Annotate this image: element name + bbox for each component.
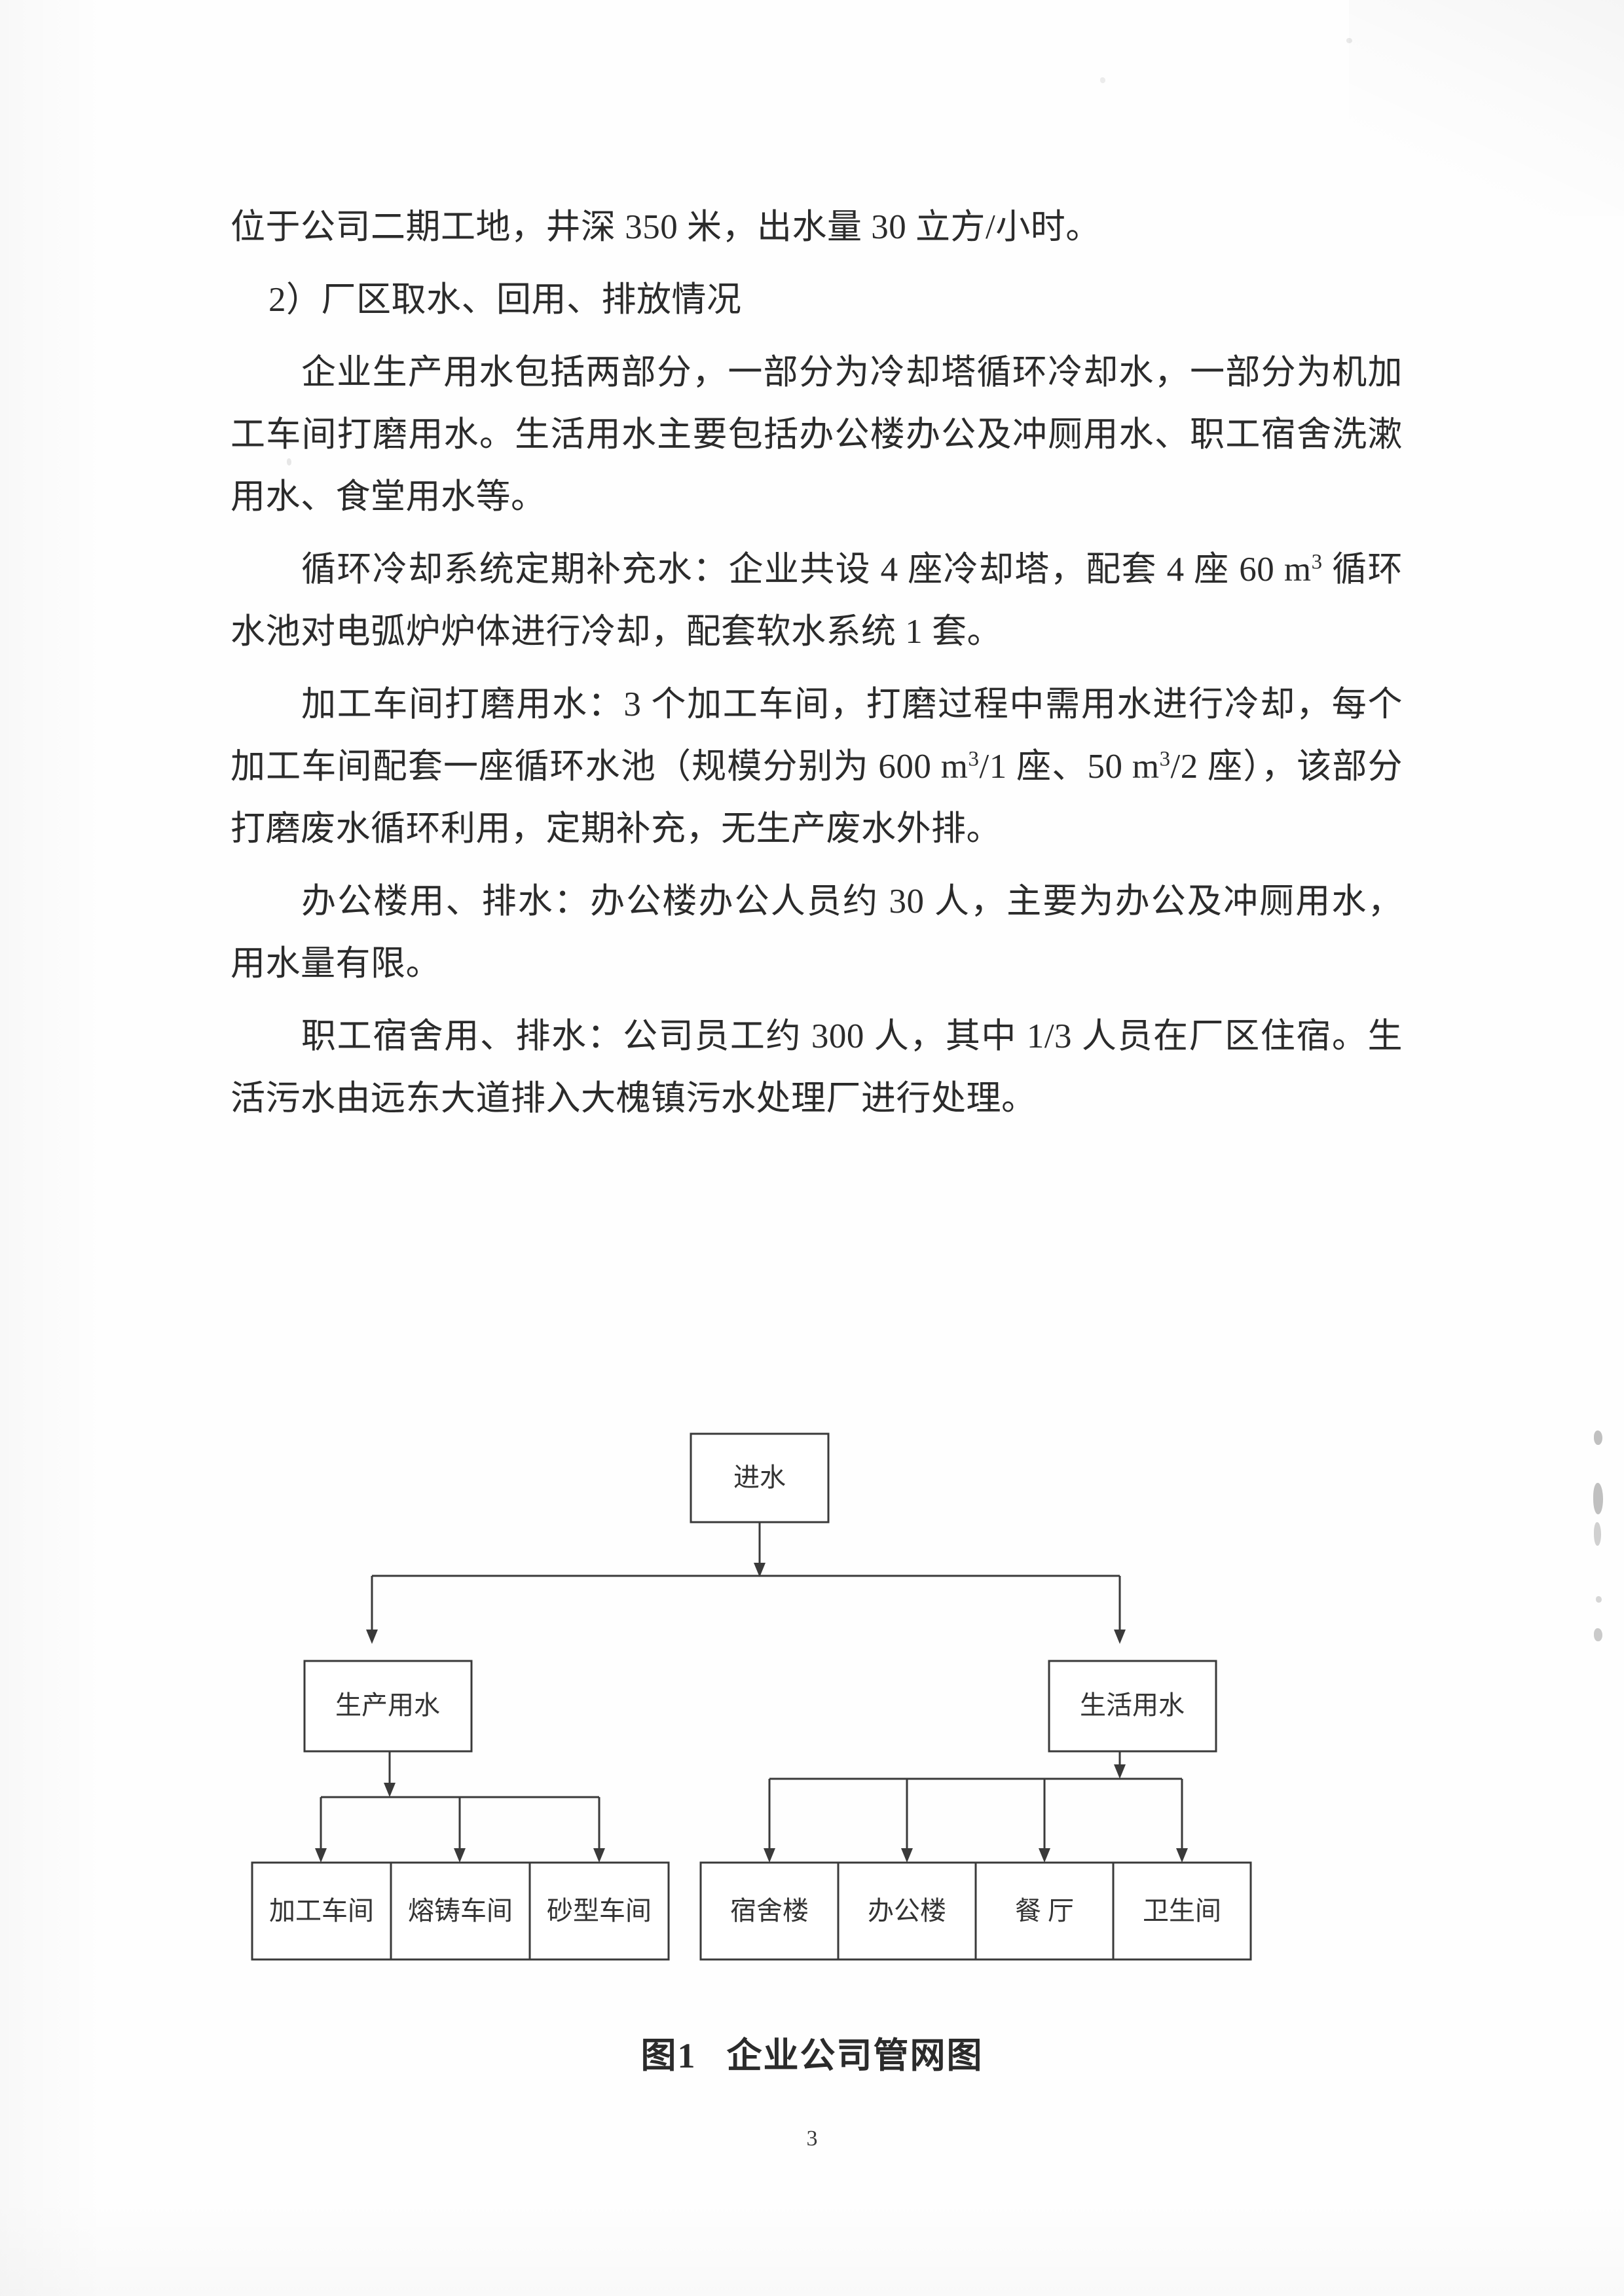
paragraph-dormitory-water: 职工宿舍用、排水：公司员工约 300 人，其中 1/3 人员在厂区住宿。生活污水… [231, 1017, 1403, 1118]
scan-speck [1100, 77, 1105, 83]
scan-speck [1346, 38, 1352, 43]
scan-shadow-left-edge [0, 0, 105, 2296]
node-label: 加工车间 [269, 1896, 374, 1925]
arrowhead [764, 1848, 775, 1863]
arrowhead [315, 1848, 327, 1863]
pipe-network-flowchart: 进水 生产用水 生活用水 加工车间 熔铸车间 [249, 1424, 1382, 1967]
scan-speck [1594, 1628, 1602, 1641]
paragraph-grinding-water: 加工车间打磨用水：3 个加工车间，打磨过程中需用水进行冷却，每个加工车间配套一座… [231, 674, 1403, 860]
node-label: 砂型车间 [547, 1896, 652, 1925]
node-label: 办公楼 [868, 1896, 946, 1925]
cooling-text-before: 循环冷却系统定期补充水：企业共设 4 座冷却塔，配套 4 座 60 m [301, 551, 1312, 589]
scan-shadow-bottom-edge [0, 2198, 1624, 2296]
paragraph-water-use-overview: 企业生产用水包括两部分，一部分为冷却塔循环冷却水，一部分为机加工车间打磨用水。生… [231, 354, 1403, 516]
arrowhead [1114, 1630, 1126, 1644]
arrowhead [384, 1783, 396, 1797]
arrowhead [754, 1563, 766, 1577]
arrowhead [1114, 1764, 1126, 1779]
page-number: 3 [806, 2126, 818, 2151]
node-label: 卫生间 [1143, 1896, 1221, 1925]
grinding-text-b: /1 座、50 m [979, 748, 1160, 786]
arrowhead [593, 1848, 605, 1863]
paragraph-section-heading-2: 2）厂区取水、回用、排放情况 [268, 281, 742, 319]
cooling-text-after: 循环水池对电弧炉炉体进行冷却，配套软水系统 1 套。 [231, 551, 1403, 651]
grinding-text-c: /2 座），该部分打磨废水循环利用，定期补充，无生产废水外排。 [231, 748, 1403, 848]
node-casting-workshop: 熔铸车间 [390, 1861, 531, 1961]
scan-speck [1594, 1522, 1601, 1546]
paragraph-well-location: 位于公司二期工地，井深 350 米，出水量 30 立方/小时。 [231, 208, 1101, 246]
node-label: 生产用水 [335, 1690, 440, 1720]
cubic-meter-superscript: 3 [1311, 550, 1323, 574]
arrowhead [901, 1848, 913, 1863]
node-office-building: 办公楼 [837, 1861, 977, 1961]
arrowhead [366, 1630, 378, 1644]
node-label: 熔铸车间 [408, 1896, 513, 1925]
node-inlet-water: 进水 [690, 1432, 830, 1523]
figure-caption: 图1 企业公司管网图 [0, 2026, 1624, 2078]
node-canteen: 餐 厅 [974, 1861, 1115, 1961]
scan-speck [1594, 1430, 1602, 1445]
scan-speck [1596, 1596, 1602, 1603]
node-sandmold-workshop: 砂型车间 [528, 1861, 670, 1961]
figure-number: 图1 [640, 2036, 697, 2075]
scan-shadow-top-right [1349, 0, 1624, 216]
paragraph-cooling-makeup-water: 循环冷却系统定期补充水：企业共设 4 座冷却塔，配套 4 座 60 m3 循环水… [231, 539, 1403, 663]
figure-title: 企业公司管网图 [726, 2036, 984, 2075]
node-dormitory-building: 宿舍楼 [699, 1861, 840, 1961]
node-production-water: 生产用水 [303, 1660, 473, 1753]
node-label: 宿舍楼 [730, 1896, 809, 1925]
body-text: 位于公司二期工地，井深 350 米，出水量 30 立方/小时。 2）厂区取水、回… [231, 196, 1403, 1140]
arrowhead [1039, 1848, 1050, 1863]
node-domestic-water: 生活用水 [1048, 1660, 1217, 1753]
node-label: 餐 厅 [1015, 1896, 1074, 1925]
node-machining-workshop: 加工车间 [251, 1861, 392, 1961]
arrowhead [454, 1848, 466, 1863]
paragraph-office-building-water: 办公楼用、排水：办公楼办公人员约 30 人，主要为办公及冲厕用水，用水量有限。 [231, 883, 1403, 983]
cubic-meter-superscript: 3 [968, 747, 980, 771]
scan-speck [1593, 1483, 1603, 1514]
arrowhead [1176, 1848, 1188, 1863]
node-label: 生活用水 [1080, 1690, 1185, 1720]
grinding-text-a: 加工车间打磨用水：3 个加工车间，打磨过程中需用水进行冷却，每个加工车间配套一座… [231, 685, 1403, 786]
node-restroom: 卫生间 [1112, 1861, 1252, 1961]
cubic-meter-superscript: 3 [1159, 747, 1171, 771]
node-label: 进水 [733, 1463, 786, 1492]
